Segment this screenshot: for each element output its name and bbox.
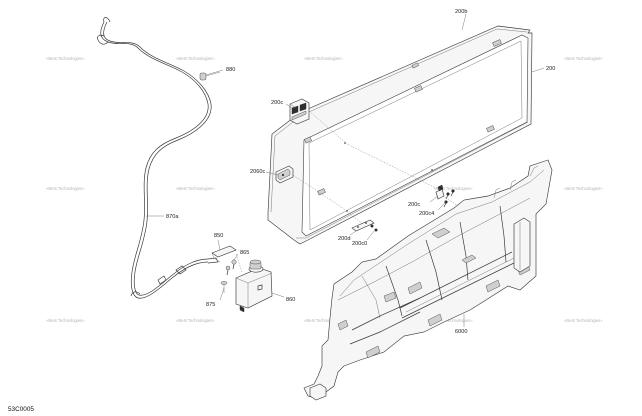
- watermark: «Best Technologies»: [176, 318, 215, 323]
- watermark: «Best Technologies»: [434, 186, 473, 191]
- callout-200b: 200b: [455, 9, 467, 15]
- watermark: «Best Technologies»: [304, 318, 343, 323]
- callout-200c: 200c: [271, 100, 283, 106]
- hinge-bracket-200c: [289, 98, 310, 125]
- clip-850: [211, 245, 237, 263]
- callout-labels: 200b 200 880 200c 2060c 870a 200c 200c4 …: [166, 9, 555, 335]
- callout-2060c: 2060c: [250, 169, 265, 175]
- watermark: «Best Technologies»: [46, 56, 85, 61]
- nut-200c0: [370, 224, 378, 232]
- hinge-plate-200d: [351, 219, 375, 232]
- watermark: «Best Technologies»: [46, 318, 85, 323]
- callout-850: 850: [214, 233, 223, 239]
- washer-875: [220, 281, 228, 293]
- callout-200: 200: [546, 66, 555, 72]
- callout-6000: 6000: [455, 329, 467, 335]
- watermark: «Best Technologies»: [564, 186, 603, 191]
- bracket-2060c: [275, 165, 294, 184]
- connector-880: [199, 71, 221, 81]
- windshield-panel-200: [267, 25, 533, 245]
- callout-875: 875: [206, 302, 215, 308]
- callout-880: 880: [226, 67, 235, 73]
- figure-id: 53C0005: [8, 406, 34, 413]
- watermark: «Best Technologies»: [46, 186, 85, 191]
- fastener-200c4: [443, 189, 455, 208]
- fastener-200c: [435, 184, 445, 200]
- callout-200c4: 200c4: [419, 211, 434, 217]
- leader-lines: [146, 13, 545, 327]
- watermark: «Best Technologies»: [564, 318, 603, 323]
- callout-200d: 200d: [338, 236, 350, 242]
- screw-865: [225, 259, 237, 276]
- watermark: «Best Technologies»: [434, 318, 473, 323]
- callout-865: 865: [240, 250, 249, 256]
- watermark: «Best Technologies»: [176, 186, 215, 191]
- body-panel-6000: [303, 159, 553, 401]
- callout-200c0: 200c0: [352, 241, 367, 247]
- callout-200c: 200c: [408, 202, 420, 208]
- washer-reservoir-860: [235, 259, 273, 313]
- watermark: «Best Technologies»: [176, 56, 215, 61]
- watermark: «Best Technologies»: [304, 56, 343, 61]
- watermark: «Best Technologies»: [564, 56, 603, 61]
- callout-870a: 870a: [166, 214, 179, 220]
- callout-860: 860: [286, 297, 295, 303]
